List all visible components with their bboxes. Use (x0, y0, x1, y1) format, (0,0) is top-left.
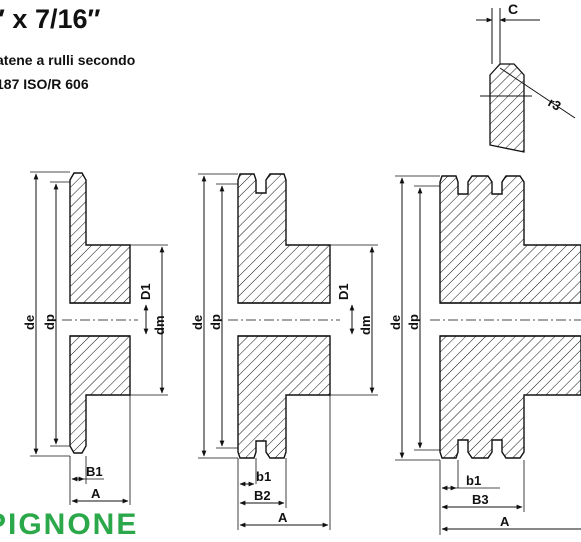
label-de: de (22, 315, 37, 330)
label-de: de (190, 315, 205, 330)
label-dp: dp (208, 314, 223, 330)
label-b1-small: b1 (256, 469, 271, 484)
label-d1: D1 (138, 283, 153, 300)
sprocket-simplex: de dp D1 dm B1 A (22, 171, 168, 505)
label-b2: B2 (254, 488, 271, 503)
label-d1: D1 (336, 283, 351, 300)
label-c: C (508, 1, 518, 17)
page-title: ″ x 7/16″ (0, 4, 101, 34)
sprocket-duplex: de dp D1 dm b1 B2 A (190, 173, 378, 530)
label-dp: dp (406, 314, 421, 330)
label-b1-small: b1 (466, 473, 481, 488)
sprocket-triplex: de dp b1 B3 A (388, 175, 581, 535)
subtitle-line-2: 187 ISO/R 606 (0, 76, 89, 92)
subtitle-line-1: atene a rulli secondo (0, 52, 136, 68)
label-a: A (500, 514, 510, 529)
tooth-profile-detail: C r3 (476, 1, 576, 153)
label-a: A (91, 486, 101, 501)
label-de: de (388, 315, 403, 330)
label-a: A (278, 510, 288, 525)
label-r3: r3 (546, 95, 564, 114)
label-b1: B1 (86, 464, 103, 479)
brand-banner: PIGNONE (0, 508, 139, 541)
label-dm: dm (152, 316, 167, 336)
label-dm: dm (358, 316, 373, 336)
label-b3: B3 (472, 492, 489, 507)
label-dp: dp (42, 314, 57, 330)
